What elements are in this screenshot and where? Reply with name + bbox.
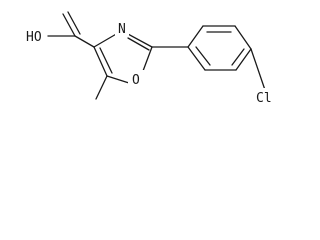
bond-c-double-o-b	[67, 11, 81, 35]
nitrogen-label: N	[118, 22, 126, 37]
bond-n3-c2-b	[127, 37, 150, 51]
bond-c4-n3	[93, 32, 119, 48]
ring-oxygen-label: O	[132, 73, 140, 88]
bond-c-cl	[250, 48, 266, 91]
chlorophenyl-ring	[187, 25, 252, 71]
atom-label-o: O	[128, 70, 144, 88]
atom-label-cl: Cl	[254, 88, 278, 106]
structural-formula: HO N O Cl	[24, 11, 278, 106]
atom-label-n: N	[115, 19, 129, 37]
bond-ph-inner-c	[195, 46, 211, 66]
bond-cooh-to-ring	[74, 35, 95, 48]
bond-ph-inner-b	[231, 48, 245, 66]
bond-c5-c4-b	[99, 47, 113, 74]
chlorine-label: Cl	[256, 91, 272, 106]
bond-o1-c5	[106, 75, 130, 84]
atom-label-ho: HO	[24, 27, 47, 45]
bond-methyl	[95, 75, 108, 100]
bond-ph-3-4	[234, 25, 252, 50]
bond-ph-4-5	[235, 48, 252, 71]
bond-ph-6-1	[187, 46, 206, 71]
bond-c-double-o-a	[62, 13, 76, 37]
oxazole-ring	[93, 32, 153, 84]
bond-c5-c4-a	[93, 46, 108, 77]
bond-c2-o1	[142, 46, 153, 72]
hydroxyl-label: HO	[26, 30, 42, 45]
bond-ph-1-2	[187, 25, 204, 48]
carboxylic-acid-group	[47, 11, 95, 48]
bond-n3-c2-a	[125, 32, 153, 48]
